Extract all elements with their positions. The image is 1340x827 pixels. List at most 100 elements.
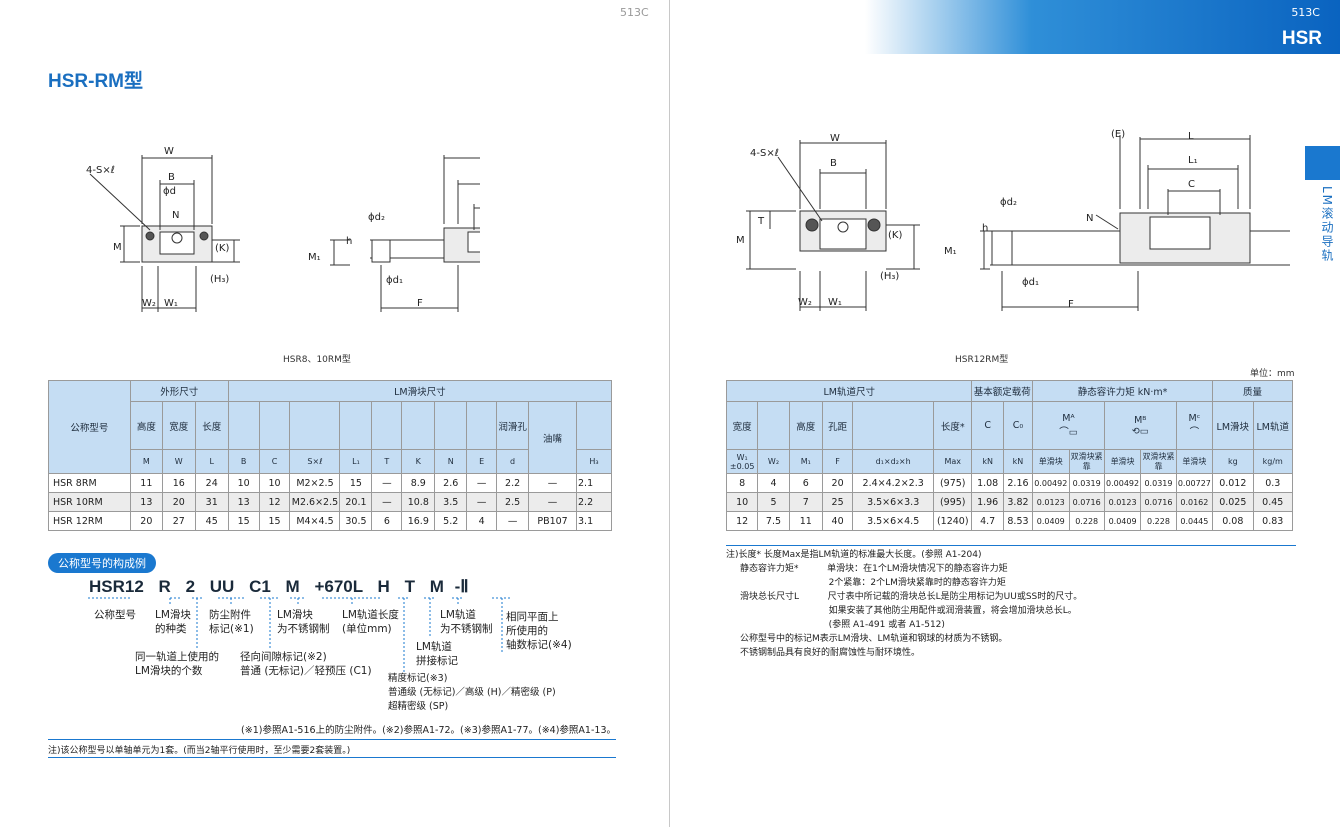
table-cell: 0.0716 [1140,492,1177,512]
table-cell: 16 [161,473,196,493]
table-cell: 0.228 [1140,511,1177,531]
th-block: LM滑块尺寸 [227,380,613,402]
code-part: M [285,577,300,596]
table-cell: 10 [227,473,260,493]
th-pitch: 孔距 [821,401,854,450]
table-cell: 27 [161,511,196,531]
code-part: 2 [185,577,196,596]
dim-w-12: W [830,133,840,144]
th-moment: 静态容许力矩 kN·m* [1032,380,1214,402]
table-cell: M2.6×2.5 [289,492,341,512]
th-mc: Mᶜ⌒ [1175,401,1214,450]
th-lube: 润滑孔 [496,401,530,450]
note-line: (参照 A1-491 或者 A1-512) [740,620,945,630]
table-cell: 24 [194,473,229,493]
dim-h3-12: (H₃) [880,271,899,282]
sym-kg: kg [1212,449,1254,474]
table-cell: 12 [725,511,759,531]
lbl-block-type: LM滑块 的种类 [155,609,191,635]
lbl-rail-steel: LM轨道 为不锈钢制 [440,609,493,635]
table-cell: 2.5 [496,492,530,512]
table-cell: (1240) [933,511,973,531]
sym-c0-unit: kN [1002,449,1034,474]
table-cell: 6 [371,511,403,531]
lbl-axis: 相同平面上 所使用的 轴数标记(※4) [506,611,572,651]
table-cell: 0.0123 [1032,492,1070,512]
dim-w2: W₂ [142,298,156,309]
dim-phid1: ϕd₁ [386,275,403,286]
table-cell: 8.53 [1002,511,1034,531]
table-cell: 10 [725,492,759,512]
dim-w1: W₁ [164,298,178,309]
note-line: 公称型号中的标记M表示LM滑块、LM轨道和钢球的材质为不锈钢。 [740,634,1008,644]
th-rail: LM轨道尺寸 [725,380,973,402]
table-cell: 20 [161,492,196,512]
table-cell: 31 [194,492,229,512]
moment-icon-mc: ⌒ [1189,427,1200,438]
table-cell: 30.5 [339,511,373,531]
table-cell: 11 [788,511,823,531]
sym-single-a: 单滑块 [1032,449,1070,474]
table-cell: 3.5 [434,492,468,512]
sym-d1d2h: d₁×d₂×h [852,449,935,474]
table-cell: 40 [821,511,854,531]
lbl-accuracy: 精度标记(※3) 普通级 (无标记)／高级 (H)／精密级 (P) 超精密级 (… [388,673,556,712]
dim-w1-12: W₁ [828,297,842,308]
th-mass-block: LM滑块 [1212,401,1254,450]
sym-l: L [194,449,229,474]
th-ma: Mᴬ⌒▭ [1032,401,1105,450]
lbl-count: 同一轨道上使用的 LM滑块的个数 [135,651,219,677]
table-cell: 0.012 [1212,473,1254,493]
sym-c-unit: kN [971,449,1004,474]
dim-f-12: F [1068,299,1074,310]
sym-f: F [821,449,854,474]
sym-double-a: 双滑块紧靠 [1068,449,1105,474]
table-cell: 2.1 [576,473,612,493]
spec-table-right: LM轨道尺寸 基本额定载荷 静态容许力矩 kN·m* 质量 宽度 高度 孔距 长… [725,380,1293,531]
table-cell: 13 [227,492,260,512]
table-cell: 0.0319 [1140,473,1177,493]
dim-l1-12: L₁ [1188,155,1198,166]
notes-rule [726,545,1296,546]
th-rail-width: 宽度 [725,401,759,450]
table-cell: 0.00492 [1103,473,1142,493]
table-cell: 0.00727 [1175,473,1214,493]
sym-n: N [434,449,468,474]
lbl-block-steel: LM滑块 为不锈钢制 [277,609,330,635]
dim-k-12: (K) [888,230,902,241]
cell-model: HSR 8RM [48,473,131,493]
table-cell: (995) [933,492,973,512]
moment-icon-ma: ⌒▭ [1059,427,1078,438]
sym-c: C [258,449,291,474]
model-code: HSR12 R 2 UU C1 M +670L H T M -Ⅱ [89,577,469,597]
spec-table-left: 公称型号 外形尺寸 LM滑块尺寸 高度 宽度 长度 润滑孔 油嘴 M W L B… [48,380,613,531]
table-cell: — [528,473,577,493]
table-cell: 11 [129,473,163,493]
code-part: T [404,577,415,596]
sym-single-b: 单滑块 [1103,449,1142,474]
side-tab[interactable] [1305,146,1340,180]
reference-notes: (※1)参照A1-516上的防尘附件。(※2)参照A1-72。(※3)参照A1-… [241,725,616,736]
dim-f: F [417,298,423,309]
dim-m1: M₁ [308,252,321,263]
sym-d: d [496,449,530,474]
dim-h3: (H₃) [210,274,229,285]
table-cell: 2.6 [434,473,468,493]
table-cell: 5 [757,492,790,512]
table-cell: 3.1 [576,511,612,531]
table-cell: 0.0445 [1175,511,1214,531]
table-cell: 10.8 [401,492,436,512]
table-cell: — [496,511,530,531]
th-height: 高度 [129,401,163,450]
table-cell: 0.0409 [1103,511,1142,531]
code-part: UU [209,577,235,596]
code-part: C1 [249,577,271,596]
table-cell: 1.96 [971,492,1004,512]
header-title: HSR [1281,28,1322,49]
lbl-joint: LM轨道 拼接标记 [416,641,458,667]
bottom-note: 注)该公称型号以单轴单元为1套。(而当2轴平行使用时，至少需要2套装置。) [48,739,616,758]
moment-icon-mb: ⟲▭ [1131,425,1149,437]
table-cell: 15 [339,473,373,493]
